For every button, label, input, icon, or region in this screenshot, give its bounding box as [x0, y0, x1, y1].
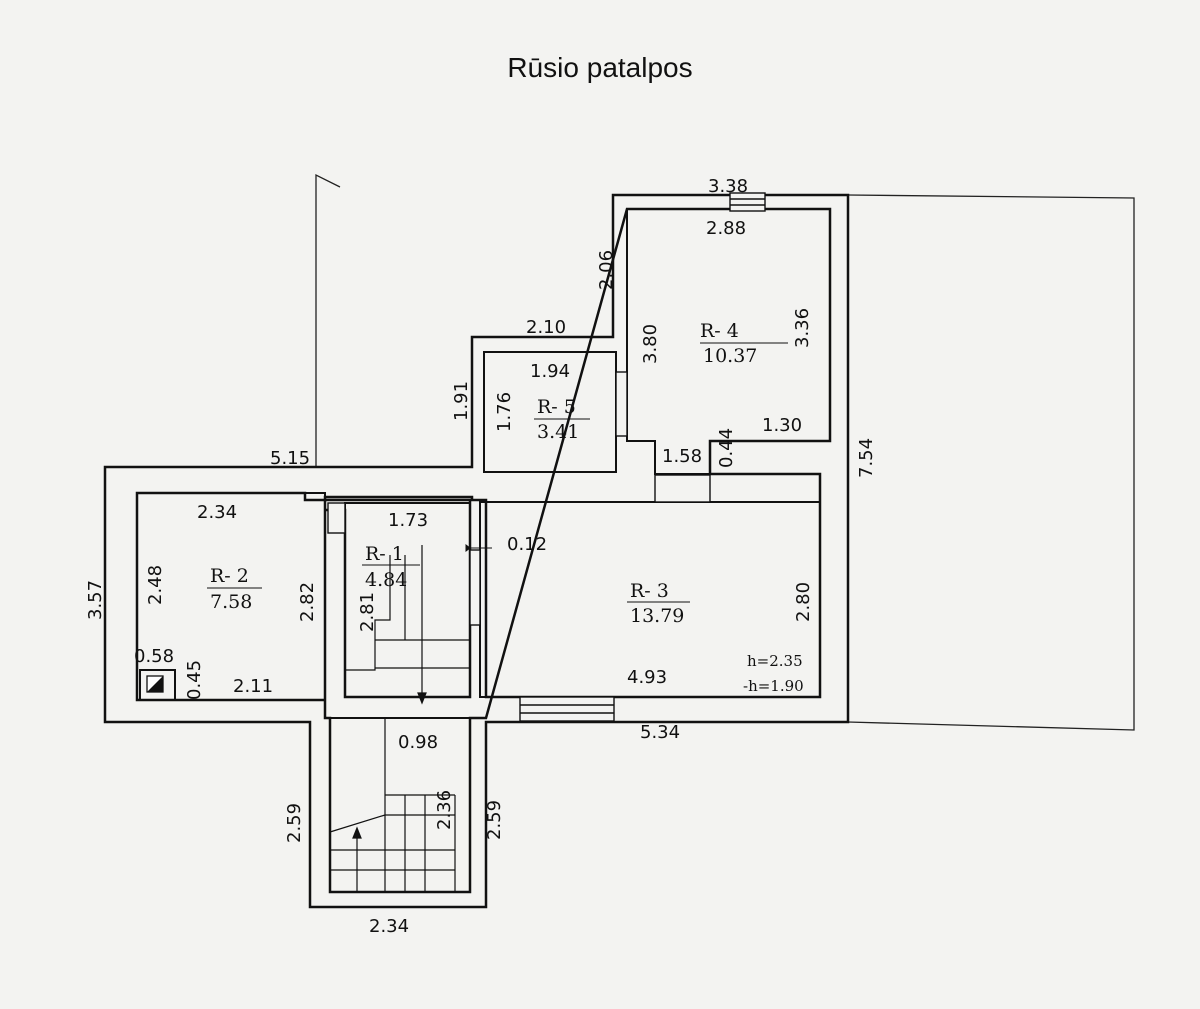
room-r4-label: R- 4 — [700, 320, 739, 342]
dim-label: 1.76 — [494, 392, 515, 432]
dim-label: 4.93 — [627, 667, 667, 688]
room-r5-label: R- 5 — [537, 396, 576, 418]
dim-label: 2.34 — [369, 916, 409, 937]
stairs — [329, 545, 470, 892]
dim-label: 2.80 — [793, 582, 814, 622]
inner-walls — [136, 208, 831, 893]
dim-label: 1.91 — [451, 381, 472, 421]
page-title: Rūsio patalpos — [507, 52, 693, 83]
dim-label: 2.88 — [706, 218, 746, 239]
dim-label: 2.36 — [434, 790, 455, 830]
height-note: h=2.35 — [747, 652, 803, 670]
dim-label: 1.73 — [388, 510, 428, 531]
site-outline — [315, 173, 1135, 731]
room-r3-area: 13.79 — [630, 605, 684, 627]
dim-label: 2.82 — [297, 582, 318, 622]
reduced-height-note: -h=1.90 — [743, 677, 804, 695]
dim-label: 0.12 — [507, 534, 547, 555]
dim-label: 2.48 — [145, 565, 166, 605]
room-labels: R- 4 10.37 R- 5 3.41 R- 1 4.84 R- 2 7.58… — [207, 320, 804, 695]
dim-label: 3.38 — [708, 176, 748, 197]
room-r3-label: R- 3 — [630, 580, 669, 602]
dim-label: 2.06 — [596, 250, 617, 290]
dimension-lines — [465, 544, 492, 552]
dim-label: 5.34 — [640, 722, 680, 743]
dim-label: 2.59 — [284, 803, 305, 843]
room-r1-label: R- 1 — [365, 543, 404, 565]
dim-label: 0.58 — [134, 646, 174, 667]
dim-label: 0.45 — [184, 660, 205, 700]
dim-label: 0.44 — [716, 428, 737, 468]
room-r2-label: R- 2 — [210, 565, 249, 587]
dim-label: 1.30 — [762, 415, 802, 436]
dim-label: 5.15 — [270, 448, 310, 469]
dim-label: 2.59 — [484, 800, 505, 840]
openings — [327, 192, 766, 722]
dimension-labels: 3.38 2.88 2.06 2.10 3.80 3.36 1.94 1.76 … — [85, 176, 877, 937]
dim-label: 2.34 — [197, 502, 237, 523]
chimney — [139, 669, 176, 701]
room-r5-area: 3.41 — [537, 421, 579, 443]
dim-label: 3.80 — [640, 324, 661, 364]
dim-label: 1.58 — [662, 446, 702, 467]
room-r2-area: 7.58 — [210, 591, 252, 613]
room-r4-area: 10.37 — [703, 345, 757, 367]
dim-label: 3.36 — [792, 308, 813, 348]
dim-label: 7.54 — [856, 438, 877, 478]
dim-label: 3.57 — [85, 580, 106, 620]
dim-label: 1.94 — [530, 361, 570, 382]
dim-label: 0.98 — [398, 732, 438, 753]
dim-label: 2.11 — [233, 676, 273, 697]
dim-label: 2.81 — [357, 592, 378, 632]
dim-label: 2.10 — [526, 317, 566, 338]
room-r1-area: 4.84 — [365, 569, 407, 591]
